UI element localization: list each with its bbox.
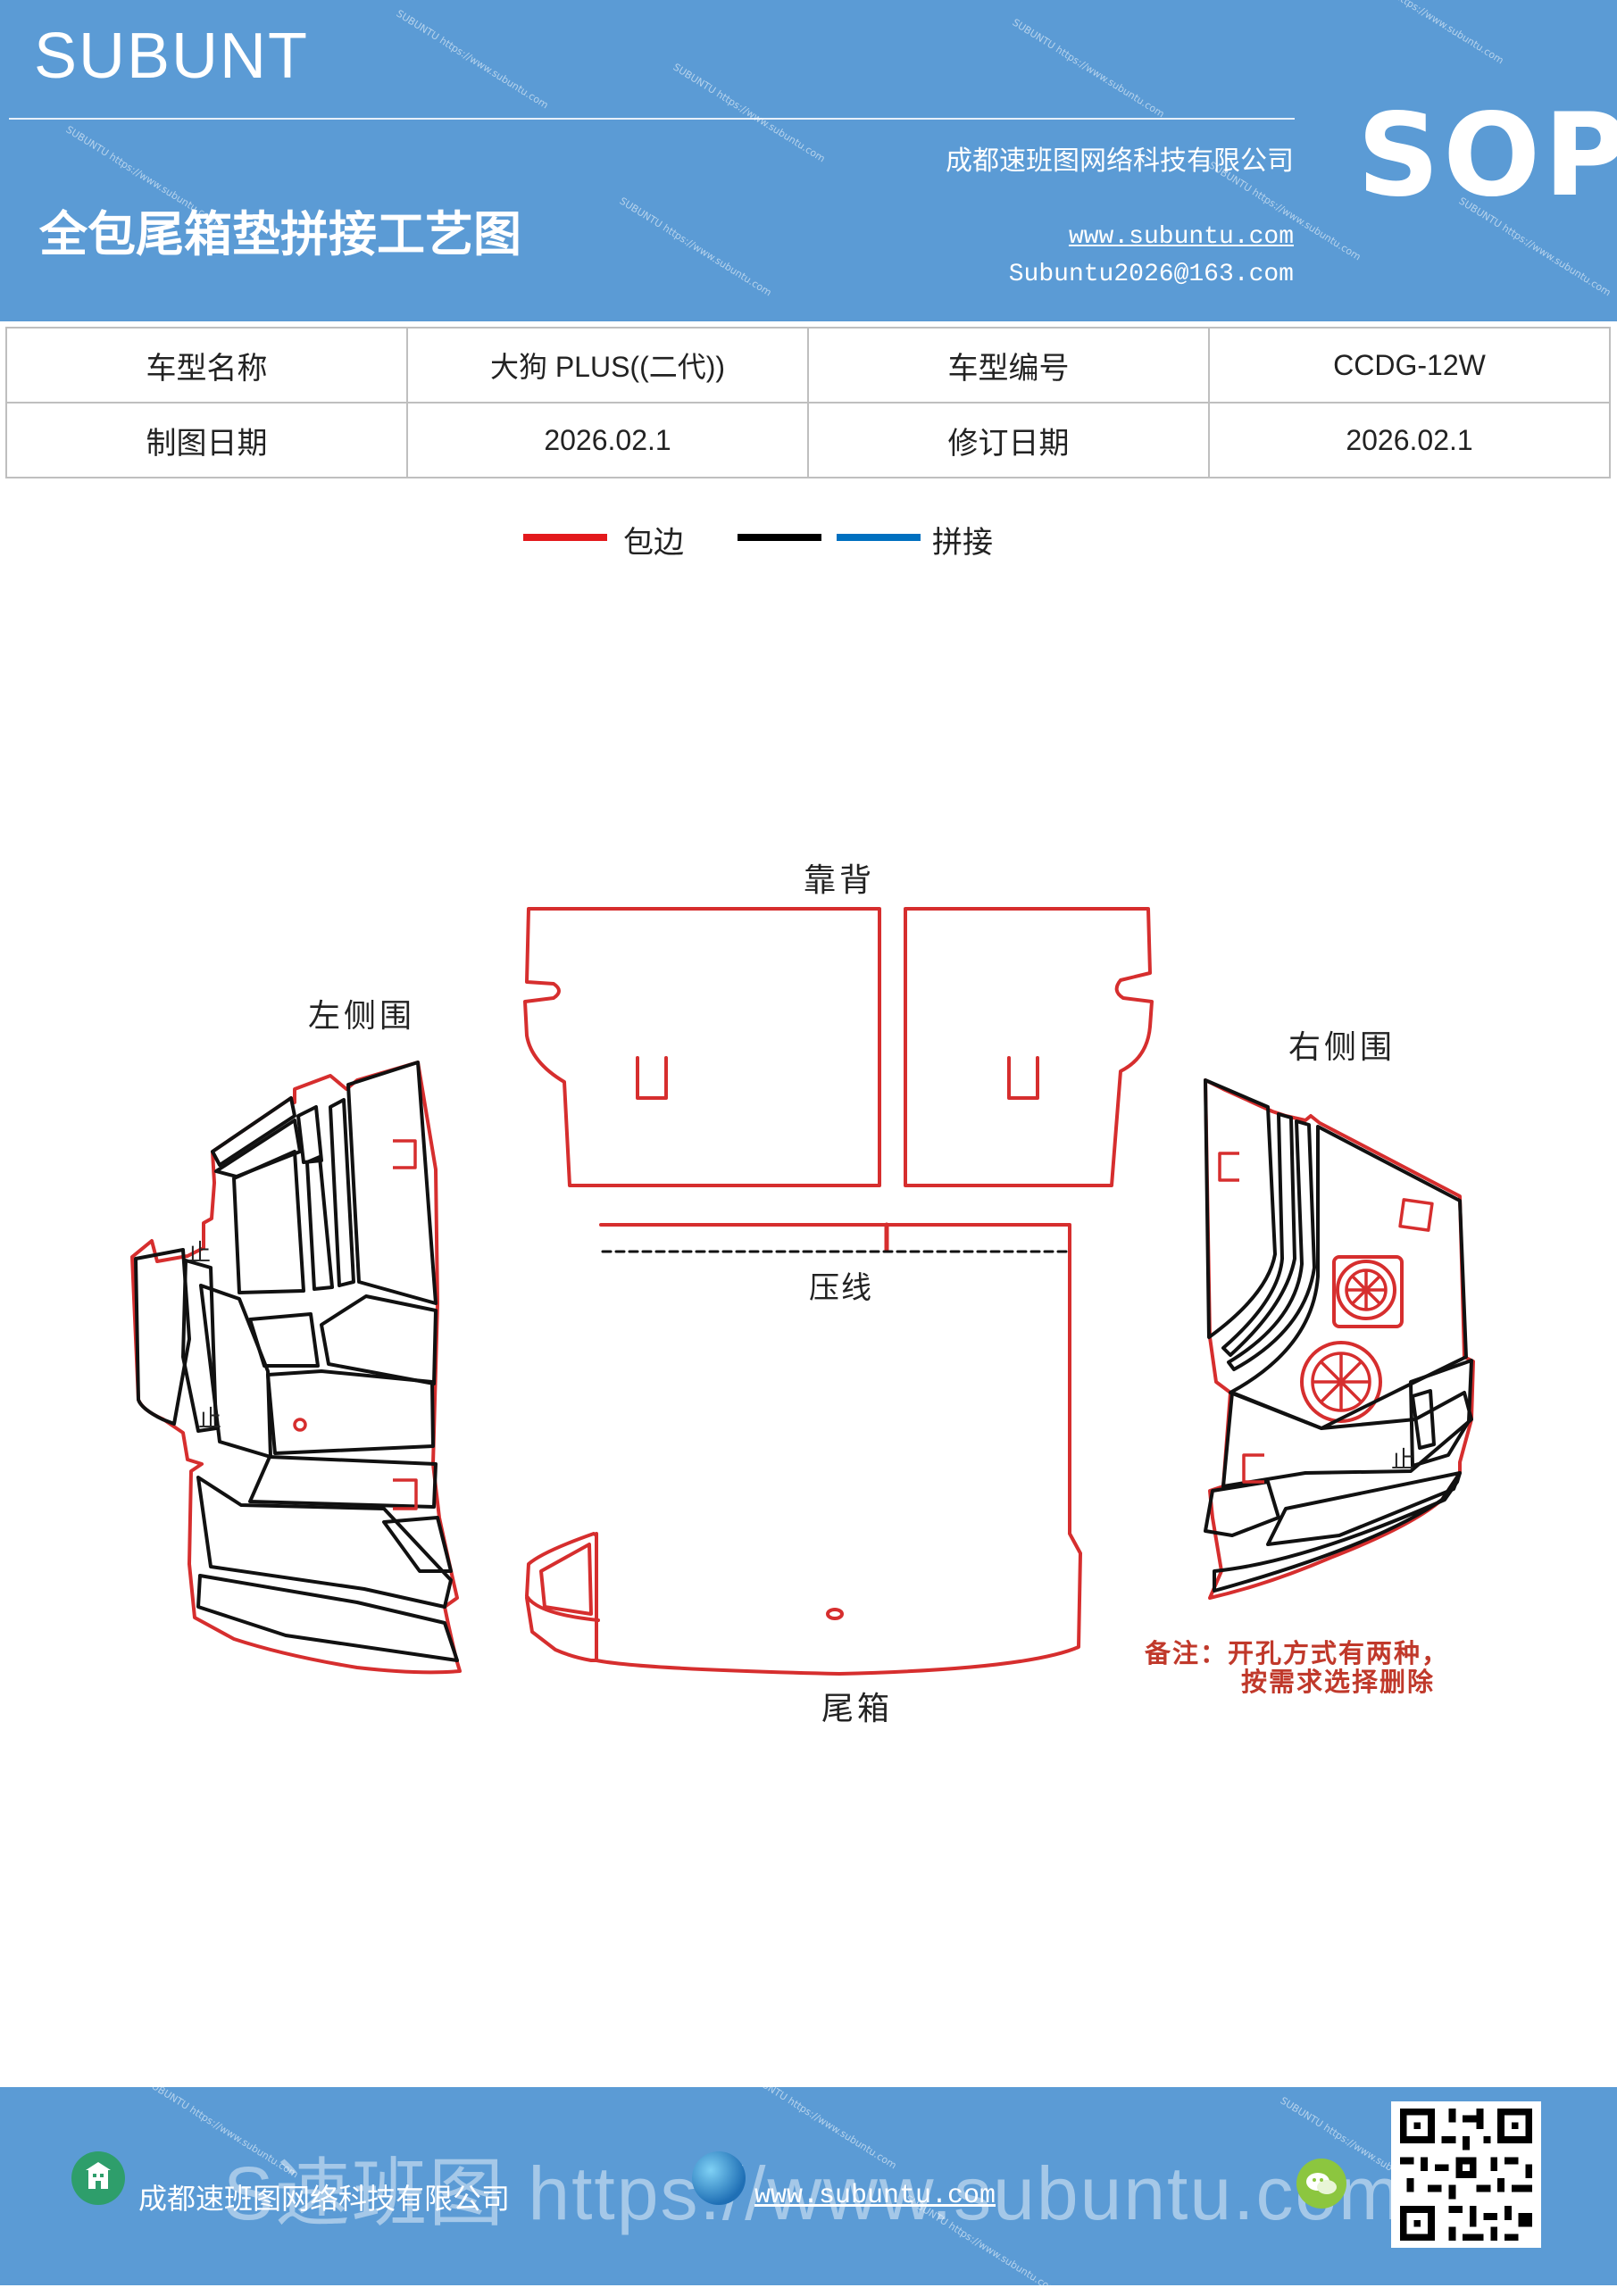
footer-website-link[interactable]: www.subuntu.com <box>754 2181 996 2211</box>
label-trunk: 尾箱 <box>821 1691 893 1727</box>
label-left-side: 左侧围 <box>308 998 415 1035</box>
sop-mark: SOP <box>1357 89 1617 222</box>
left-small-hole <box>293 1418 307 1432</box>
header-banner: SUBUNT SOP 全包尾箱垫拼接工艺图 成都速班图网络科技有限公司 www.… <box>0 0 1617 321</box>
right-clip-lower <box>1242 1453 1264 1484</box>
label-model-code: 车型编号 <box>807 327 1210 403</box>
label-right-side: 右侧围 <box>1288 1029 1396 1066</box>
stop-mark-left-upper: 止 <box>188 1240 211 1267</box>
right-vent-upper-frame <box>1332 1255 1404 1328</box>
value-model-code: CCDG-12W <box>1208 327 1611 403</box>
right-clip-upper <box>1218 1152 1239 1182</box>
qr-code <box>1391 2101 1541 2248</box>
right-vent-blades-upper <box>1345 1269 1388 1311</box>
header-divider <box>9 118 1295 120</box>
brand-logo-text: SUBUNT <box>34 21 310 92</box>
table-row: 制图日期 2026.02.1 修订日期 2026.02.1 <box>5 402 1611 478</box>
left-clip-upper <box>393 1139 417 1169</box>
label-press-line: 压线 <box>809 1270 873 1306</box>
stop-mark-right: 止 <box>1391 1447 1414 1474</box>
left-side-seams <box>134 1061 459 1662</box>
legend-edge-label: 包边 <box>623 525 684 561</box>
backrest-left-slot <box>636 1056 668 1100</box>
legend-splice-swatch <box>837 534 921 541</box>
right-square-cutout <box>1398 1198 1434 1232</box>
note-line-1: 备注：开孔方式有两种， <box>1144 1638 1449 1668</box>
right-side-seams <box>1204 1078 1473 1593</box>
legend: 包边 拼接 <box>0 518 1617 571</box>
value-model-name: 大狗 PLUS((二代)) <box>406 327 809 403</box>
document-title: 全包尾箱垫拼接工艺图 <box>39 206 521 262</box>
label-revise-date: 修订日期 <box>807 402 1210 478</box>
trunk-floor-pocket <box>539 1543 593 1616</box>
company-building-icon <box>71 2151 125 2205</box>
trunk-floor-side-tab <box>525 1532 598 1662</box>
backrest-left-panel <box>523 907 881 1187</box>
value-revise-date: 2026.02.1 <box>1208 402 1611 478</box>
left-side-outer-edge <box>130 1061 462 1675</box>
label-backrest: 靠背 <box>804 862 875 899</box>
header-email: Subuntu2026@163.com <box>1008 261 1294 288</box>
trunk-drain-hole <box>826 1608 844 1620</box>
vehicle-info-table: 车型名称 大狗 PLUS((二代)) 车型编号 CCDG-12W 制图日期 20… <box>5 327 1611 478</box>
trunk-floor-panel <box>525 1223 1082 1676</box>
footer-ghost-watermark: S速班图 https://www.subuntu.com <box>223 2151 1404 2235</box>
legend-splice-label: 拼接 <box>932 525 993 561</box>
value-draw-date: 2026.02.1 <box>406 402 809 478</box>
right-vent-blades-lower <box>1311 1352 1371 1412</box>
label-draw-date: 制图日期 <box>5 402 408 478</box>
stop-mark-left-lower: 止 <box>198 1406 221 1433</box>
header-company-name: 成都速班图网络科技有限公司 <box>946 146 1294 177</box>
wechat-icon <box>1296 2159 1346 2209</box>
footer-company-name: 成都速班图网络科技有限公司 <box>138 2182 511 2216</box>
header-website-link[interactable]: www.subuntu.com <box>1068 223 1294 251</box>
footer-banner: SUBUNTU https://www.subuntu.com SUBUNTU … <box>0 2068 1617 2296</box>
legend-edge-swatch <box>523 534 607 541</box>
backrest-right-slot <box>1007 1056 1039 1100</box>
table-row: 车型名称 大狗 PLUS((二代)) 车型编号 CCDG-12W <box>5 327 1611 403</box>
backrest-right-panel <box>904 907 1154 1187</box>
legend-seam-swatch <box>738 534 821 541</box>
right-vent-lower <box>1300 1341 1382 1423</box>
note-line-2: 按需求选择删除 <box>1241 1667 1435 1697</box>
globe-icon <box>692 2151 746 2205</box>
label-model-name: 车型名称 <box>5 327 408 403</box>
right-vent-upper <box>1336 1260 1396 1320</box>
left-clip-lower <box>393 1478 418 1510</box>
